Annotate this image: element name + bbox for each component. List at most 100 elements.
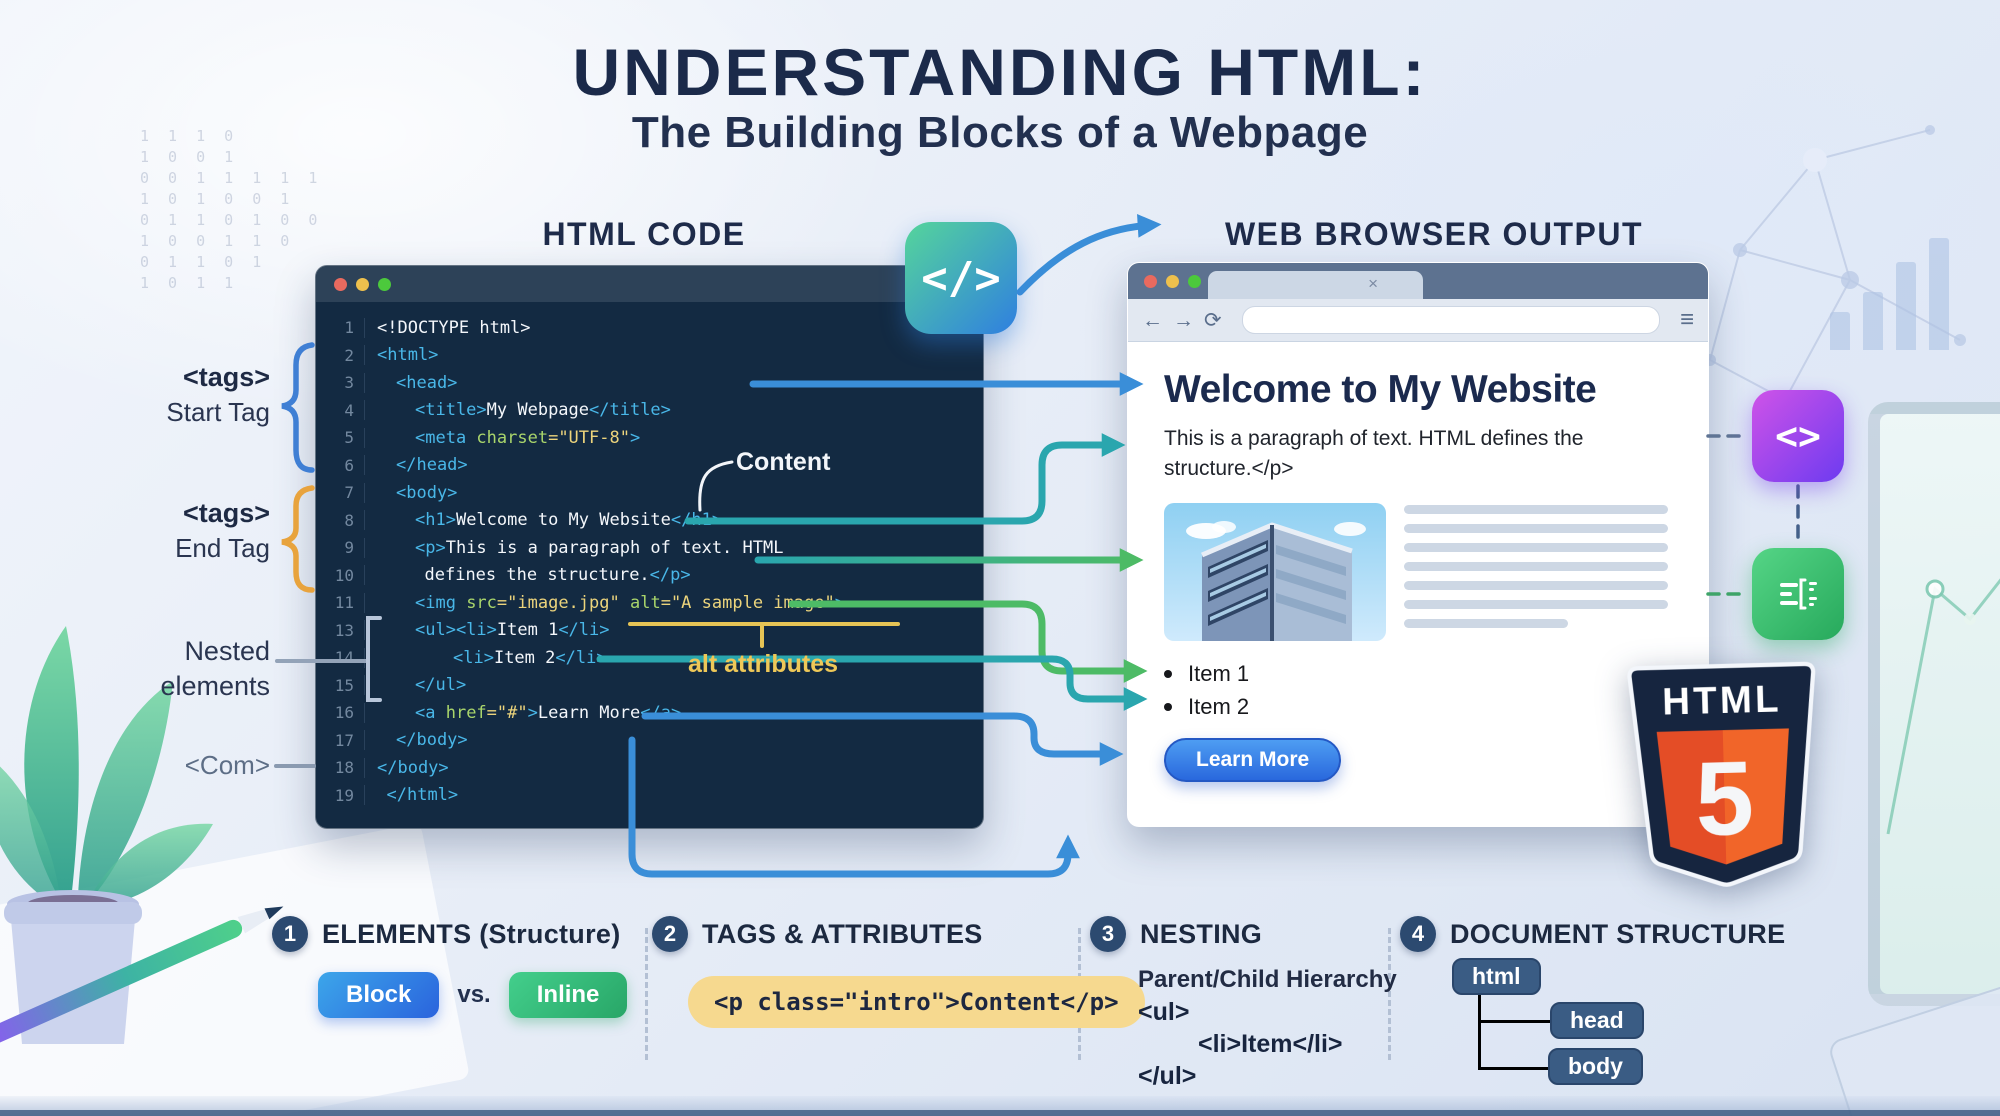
tag-example-pill: <p class="intro">Content</p> [688, 976, 1145, 1028]
start-tag-label: Start Tag [166, 397, 270, 427]
legend-title: NESTING [1140, 918, 1263, 949]
code-token: <ul><li> [415, 620, 497, 641]
line-number: 5 [344, 428, 354, 448]
code-token: Item 1 [496, 620, 559, 641]
rendered-image [1164, 502, 1386, 641]
browser-tab[interactable]: × [1208, 271, 1423, 299]
code-token: <li> [453, 647, 494, 668]
code-line: 17</body> [324, 727, 975, 755]
zoom-traffic-light[interactable] [378, 277, 391, 291]
close-traffic-light[interactable] [334, 277, 347, 291]
code-token: href [445, 702, 487, 723]
start-tag-brace [281, 342, 315, 473]
code-token: > [629, 427, 641, 448]
reload-icon[interactable]: ⟳ [1204, 308, 1222, 332]
placeholder-text-bar [1404, 580, 1668, 590]
nesting-code-line: <li>Item</li> [1198, 1030, 1343, 1058]
paragraph-line: This is a paragraph of text. HTML define… [1164, 427, 1584, 450]
code-token: </ul> [415, 675, 467, 696]
tree-connector [1478, 1067, 1550, 1070]
code-lines: 1<!DOCTYPE html>2<html>3<head>4<title>My… [316, 302, 983, 809]
code-line: 9<p>This is a paragraph of text. HTML [324, 534, 975, 562]
line-number: 18 [334, 758, 354, 778]
line-number: 7 [344, 483, 354, 503]
nesting-subtitle: Parent/Child Hierarchy [1138, 966, 1397, 993]
forward-icon[interactable]: → [1173, 308, 1194, 332]
learn-more-button[interactable]: Learn More [1164, 737, 1342, 782]
placeholder-text-bar [1404, 618, 1568, 628]
legend-divider [1388, 928, 1391, 1060]
zoom-traffic-light[interactable] [1188, 274, 1201, 288]
code-line: 6</head> [324, 452, 975, 480]
code-token: </p> [649, 565, 691, 586]
code-line: 5<meta charset="UTF-8"> [324, 424, 975, 452]
nesting-code-line: <ul> [1138, 998, 1190, 1026]
legend-number-badge: 3 [1090, 916, 1126, 952]
code-token: ="#" [486, 702, 528, 723]
browser-toolbar: ← → ⟳ ≡ [1128, 299, 1708, 342]
code-token: <a [415, 702, 446, 723]
code-token: charset [476, 427, 549, 448]
legend-nesting: 3 NESTING Parent/Child Hierarchy <ul> <li… [1090, 916, 1397, 1092]
code-token: Welcome to My Website [455, 510, 671, 531]
tree-connector [1478, 1020, 1552, 1023]
page-subtitle: The Building Blocks of a Webpage [631, 108, 1369, 157]
tree-node-head: head [1550, 1002, 1644, 1039]
line-number: 16 [334, 703, 354, 723]
inline-pill: Inline [508, 972, 628, 1018]
code-line: 11<img src="image.jpg" alt="A sample ima… [324, 589, 975, 617]
code-token: defines the structure. [424, 565, 650, 586]
line-number: 14 [334, 648, 354, 668]
placeholder-text-bar [1404, 523, 1668, 533]
list-item: Item 2 [1164, 694, 1708, 720]
end-tag-annotation: <tags> End Tag [80, 498, 270, 564]
end-tag-title: <tags> [182, 498, 270, 528]
back-icon[interactable]: ← [1142, 308, 1163, 332]
code-token: My Webpage [486, 400, 590, 421]
code-list-icon [1752, 548, 1844, 640]
close-traffic-light[interactable] [1144, 274, 1157, 288]
tree-connector [1478, 994, 1481, 1070]
line-number: 19 [334, 785, 354, 805]
rendered-paragraph: This is a paragraph of text. HTML define… [1164, 424, 1708, 485]
legend-title: DOCUMENT STRUCTURE [1450, 918, 1786, 949]
code-token: Learn More [537, 702, 641, 723]
line-number: 8 [344, 510, 354, 530]
block-pill: Block [318, 972, 440, 1018]
code-line: 18</body> [324, 754, 975, 782]
nesting-code: <ul><li>Item</li></ul> [1090, 996, 1397, 1092]
code-token [620, 593, 630, 613]
minimize-traffic-light[interactable] [1166, 274, 1179, 288]
legend-title: TAGS & ATTRIBUTES [702, 918, 983, 949]
line-number: 13 [334, 620, 354, 640]
code-line: 15</ul> [324, 672, 975, 700]
tree-node-body: body [1548, 1048, 1643, 1085]
code-line: 8<h1>Welcome to My Website</h1> [324, 507, 975, 535]
code-line: 14<li>Item 2</li> [324, 644, 975, 672]
tab-close-icon[interactable]: × [1368, 274, 1378, 293]
bullet-icon [1164, 702, 1172, 711]
minimize-traffic-light[interactable] [356, 277, 369, 291]
code-token: <h1> [415, 510, 456, 531]
end-tag-label: End Tag [175, 533, 270, 563]
nested-label-line1: Nested [184, 636, 270, 666]
code-line: 19</html> [324, 782, 975, 810]
code-line: 4<title>My Webpage</title> [324, 397, 975, 425]
rendered-heading: Welcome to My Website [1164, 368, 1597, 411]
address-bar[interactable] [1241, 306, 1660, 334]
content-callout-label: Content [736, 448, 831, 476]
legend-number-badge: 1 [272, 916, 308, 952]
code-token: Item 2 [493, 647, 556, 668]
code-token: </li> [558, 620, 610, 641]
code-token: </body> [396, 730, 468, 751]
building-illustration [1186, 520, 1366, 641]
comment-annotation: <Com> [184, 750, 270, 780]
menu-icon[interactable]: ≡ [1679, 306, 1694, 333]
code-token: <!DOCTYPE html> [377, 317, 531, 338]
line-number: 6 [344, 455, 354, 475]
line-chart-decor [1886, 578, 2000, 835]
code-token: <title> [415, 400, 487, 421]
code-line: 2<html> [324, 342, 975, 370]
